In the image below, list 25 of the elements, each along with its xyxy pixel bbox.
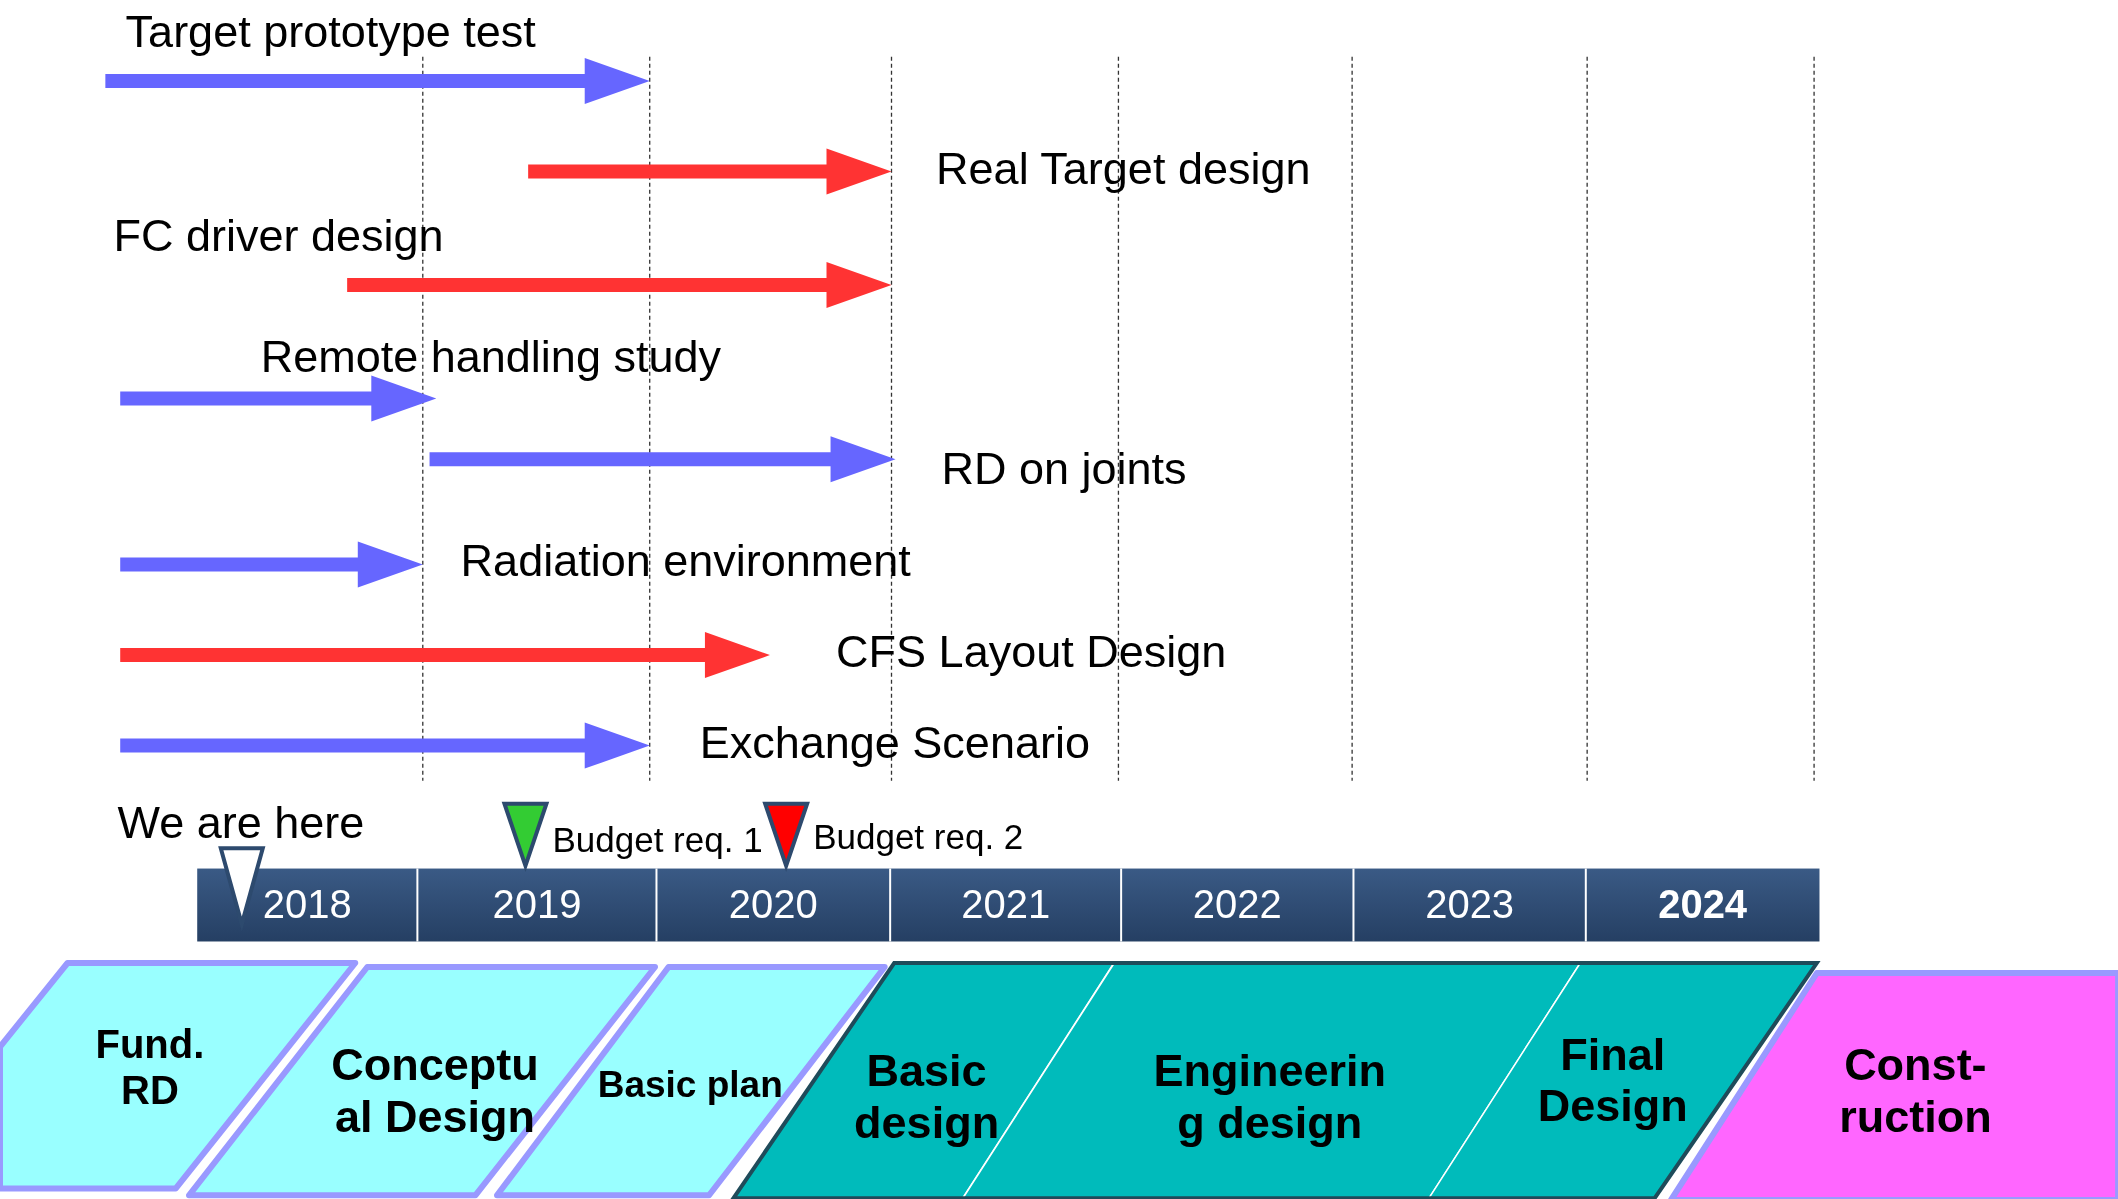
task-label: CFS Layout Design xyxy=(836,627,1227,678)
phase-label: Basic plan xyxy=(596,1063,784,1106)
task-label: RD on joints xyxy=(941,443,1187,494)
year-label: 2019 xyxy=(492,881,582,926)
task-label: Exchange Scenario xyxy=(699,718,1090,768)
task-label: Target prototype test xyxy=(125,7,536,58)
milestone-label: We are here xyxy=(117,797,365,848)
phase-label: Basic design xyxy=(853,1045,1001,1149)
year-label: 2023 xyxy=(1425,881,1515,926)
year-label: 2021 xyxy=(961,881,1051,926)
phase-label: Engineerin g design xyxy=(1152,1045,1387,1149)
task-label: Radiation environment xyxy=(460,535,911,586)
year-label: 2018 xyxy=(262,881,352,926)
task-label: Remote handling study xyxy=(260,331,721,382)
task-label: FC driver design xyxy=(113,211,444,262)
year-label: 2024 xyxy=(1658,881,1748,926)
year-label: 2022 xyxy=(1192,881,1282,926)
year-label: 2020 xyxy=(728,881,818,926)
task-label: Real Target design xyxy=(936,144,1311,194)
phase-label: Final Design xyxy=(1536,1028,1689,1133)
phase-label: Fund. RD xyxy=(94,1021,206,1114)
phase-label: Const- ruction xyxy=(1838,1039,1993,1144)
milestone-label: Budget req. 1 xyxy=(552,820,763,860)
milestone-label: Budget req. 2 xyxy=(813,818,1024,857)
phase-label: Conceptu al Design xyxy=(330,1039,540,1144)
